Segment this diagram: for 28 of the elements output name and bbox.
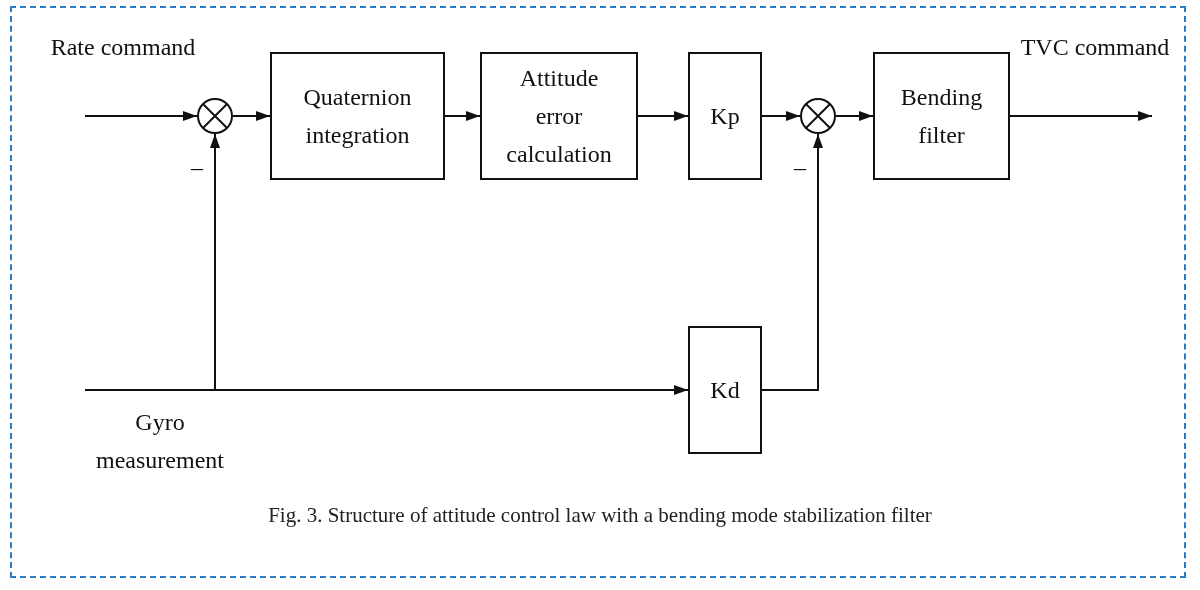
arrow xyxy=(761,133,823,391)
signal-label: Gyro measurement xyxy=(95,408,225,475)
signal-label: TVC command xyxy=(1020,33,1170,62)
arrow xyxy=(835,111,874,121)
minus-sign: – xyxy=(189,153,205,182)
process-block xyxy=(480,52,638,180)
minus-sign: – xyxy=(792,153,808,182)
arrow xyxy=(1009,111,1153,121)
summing-junction xyxy=(800,98,836,134)
arrow xyxy=(232,111,271,121)
arrow xyxy=(84,111,198,121)
block-label: Bending filter xyxy=(899,83,984,150)
arrow xyxy=(444,111,481,121)
block-label: Quaternion integration xyxy=(302,83,413,150)
signal-label: Rate command xyxy=(49,33,197,62)
process-block xyxy=(873,52,1010,180)
summing-junction xyxy=(197,98,233,134)
arrow xyxy=(210,133,220,391)
arrow xyxy=(761,111,801,121)
process-block xyxy=(688,52,762,180)
block-label: Kd xyxy=(710,376,740,405)
block-label: Attitude error calculation xyxy=(505,64,613,169)
block-label: Kp xyxy=(710,102,740,131)
arrow xyxy=(637,111,689,121)
figure-caption: Fig. 3. Structure of attitude control law with a bending mode stabilization filter xyxy=(267,503,933,528)
process-block xyxy=(688,326,762,454)
process-block xyxy=(270,52,445,180)
arrow xyxy=(84,385,689,395)
